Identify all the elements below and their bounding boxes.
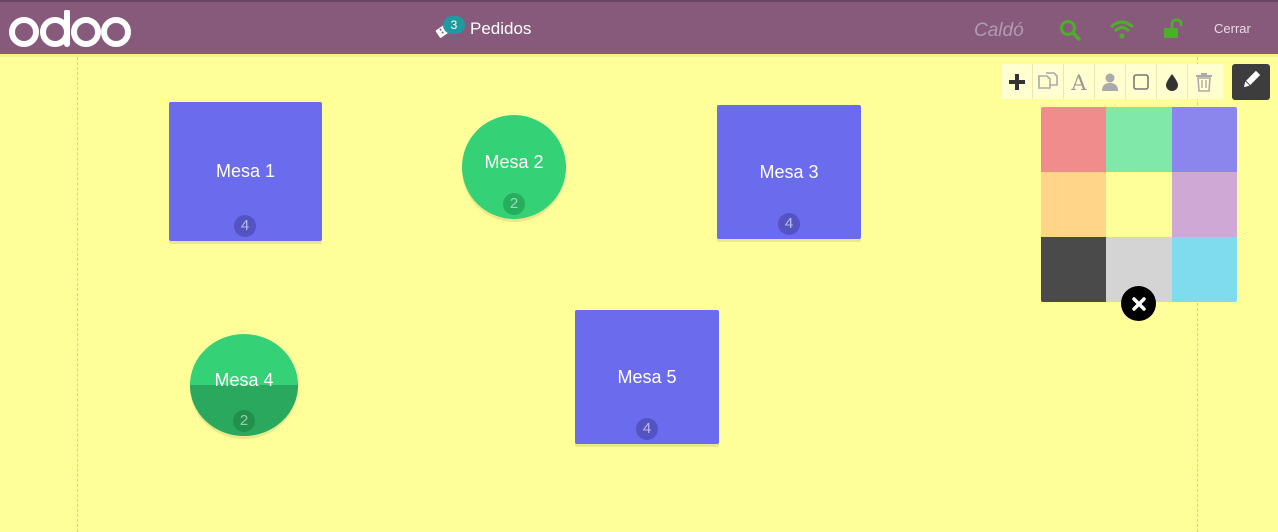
search-icon[interactable]	[1058, 18, 1082, 42]
color-swatch[interactable]	[1106, 172, 1172, 237]
table-mesa-2[interactable]: Mesa 2 2	[462, 115, 566, 219]
top-bar-shadow	[0, 54, 1278, 57]
table-mesa-5[interactable]: Mesa 5 4	[575, 310, 719, 444]
wifi-icon	[1109, 18, 1135, 42]
color-swatch[interactable]	[1172, 107, 1237, 172]
unlock-icon[interactable]	[1162, 18, 1186, 42]
floor-edit-toolbar: A	[1002, 64, 1224, 99]
edit-floor-button[interactable]	[1232, 64, 1270, 100]
table-mesa-4[interactable]: Mesa 4 2	[190, 334, 298, 436]
table-name: Mesa 4	[214, 369, 274, 390]
orders-label: Pedidos	[470, 19, 532, 38]
floor-guide-left	[77, 57, 78, 532]
color-swatch[interactable]	[1041, 107, 1106, 172]
seat-count: 4	[636, 418, 658, 440]
ticket-icon: 3	[434, 16, 465, 40]
table-name: Mesa 5	[617, 366, 677, 387]
orders-count-badge: 3	[443, 16, 465, 34]
shop-name: Caldó	[974, 20, 1024, 41]
svg-text:A: A	[1070, 71, 1087, 93]
close-session-button[interactable]: Cerrar	[1214, 21, 1251, 36]
seats-icon[interactable]	[1095, 64, 1126, 99]
top-bar: 3 Pedidos Caldó Cerrar	[0, 0, 1278, 54]
table-name: Mesa 3	[759, 161, 819, 182]
color-swatch[interactable]	[1041, 237, 1106, 302]
table-mesa-1[interactable]: Mesa 1 4	[169, 102, 322, 241]
color-palette	[1041, 107, 1237, 302]
trash-icon[interactable]	[1188, 64, 1219, 99]
color-icon[interactable]	[1157, 64, 1188, 99]
orders-button[interactable]: 3 Pedidos	[434, 14, 531, 44]
seat-count: 4	[234, 215, 256, 237]
seat-count: 4	[778, 213, 800, 235]
duplicate-icon[interactable]	[1033, 64, 1064, 99]
seat-count: 2	[503, 193, 525, 215]
color-swatch[interactable]	[1041, 172, 1106, 237]
color-swatch[interactable]	[1172, 237, 1237, 302]
odoo-logo	[9, 10, 131, 47]
shape-icon[interactable]	[1126, 64, 1157, 99]
color-swatch[interactable]	[1106, 107, 1172, 172]
seat-count: 2	[233, 410, 255, 432]
add-table-icon[interactable]	[1002, 64, 1033, 99]
color-swatch[interactable]	[1172, 172, 1237, 237]
rename-icon[interactable]: A	[1064, 64, 1095, 99]
pencil-icon	[1241, 70, 1261, 95]
close-icon[interactable]	[1121, 286, 1156, 321]
table-mesa-3[interactable]: Mesa 3 4	[717, 105, 861, 239]
occupancy-fill	[190, 385, 298, 436]
table-name: Mesa 1	[215, 161, 276, 181]
table-name: Mesa 2	[484, 151, 544, 172]
